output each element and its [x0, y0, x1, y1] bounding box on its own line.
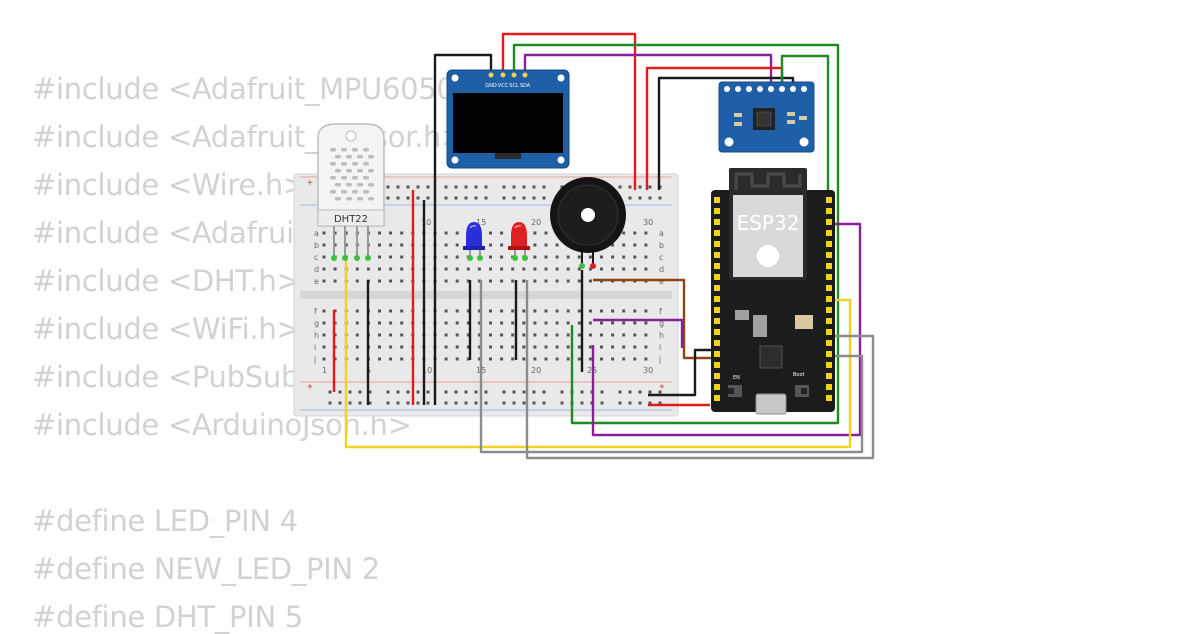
plus-rail-marker: +	[659, 382, 665, 393]
code-line: #include <Adafruit_Sensor.h>	[32, 120, 466, 154]
row-label-c: c	[314, 253, 318, 262]
wire-black	[648, 348, 715, 397]
wire-yellow	[344, 258, 852, 449]
column-label-1: 1	[322, 366, 327, 375]
row-label-i-right: i	[659, 343, 661, 352]
row-label-c-right: c	[659, 253, 663, 262]
plus-rail-marker: +	[307, 382, 313, 393]
oled-pin-scl: SCL	[509, 83, 519, 89]
column-label-15-top: 15	[476, 218, 486, 227]
row-label-g-right: g	[659, 319, 664, 328]
row-label-j-right: j	[658, 355, 661, 364]
code-line: #include <WiFi.h>	[32, 312, 301, 346]
row-label-e-right: e	[659, 277, 664, 286]
row-label-f: f	[314, 307, 317, 316]
boot-label: Boot	[793, 372, 805, 378]
esp32-label: ESP32	[737, 211, 800, 235]
row-label-a: a	[314, 229, 319, 238]
en-label: EN	[733, 375, 740, 381]
row-label-j: j	[313, 355, 316, 364]
dht22-label: DHT22	[334, 214, 368, 225]
wires	[332, 32, 875, 460]
row-label-d: d	[314, 265, 319, 274]
oled-display[interactable]: GND VCC SCL SDA	[446, 69, 570, 169]
dht22-sensor[interactable]: DHT22	[317, 123, 385, 261]
led-blue[interactable]	[463, 222, 485, 261]
code-line: #include <ArduinoJson.h>	[32, 408, 412, 442]
code-line: #include <DHT.h>	[32, 264, 301, 298]
oled-pin-gnd: GND	[485, 83, 497, 89]
row-label-d-right: d	[659, 265, 664, 274]
wire-red	[501, 32, 637, 190]
column-label-20: 20	[531, 366, 541, 375]
code-line: #define NEW_LED_PIN 2	[32, 552, 380, 586]
code-line: #define DHT_PIN 5	[32, 600, 303, 634]
row-label-b: b	[314, 241, 319, 250]
led-red[interactable]	[508, 222, 530, 261]
wire-purple	[593, 318, 684, 348]
oled-pin-sda: SDA	[520, 83, 531, 89]
row-label-b-right: b	[659, 241, 664, 250]
column-label-10-top: 10	[421, 218, 431, 227]
column-label-30: 30	[643, 366, 653, 375]
code-line: #include <Wire.h>	[32, 168, 307, 202]
row-label-f-right: f	[659, 307, 662, 316]
wire-gray	[525, 280, 875, 460]
oled-pin-vcc: VCC	[498, 83, 509, 89]
plus-rail-marker: +	[307, 178, 313, 189]
column-label-10: 10	[422, 366, 432, 375]
row-label-h: h	[314, 331, 319, 340]
row-label-g: g	[314, 319, 319, 328]
row-label-e: e	[314, 277, 319, 286]
column-label-30-top: 30	[643, 218, 653, 227]
mpu6050-module[interactable]	[718, 81, 815, 153]
row-label-h-right: h	[659, 331, 664, 340]
esp32-board[interactable]: ESP32 Boot EN	[711, 168, 835, 415]
wire-gray	[479, 280, 864, 454]
buzzer[interactable]	[550, 177, 626, 269]
row-label-a-right: a	[659, 229, 664, 238]
row-label-i: i	[314, 343, 316, 352]
wire-black	[433, 53, 493, 405]
wire-purple	[591, 222, 862, 437]
wire-brown	[593, 278, 715, 360]
wire-green	[512, 43, 840, 425]
wire-green	[780, 54, 830, 258]
column-label-20-top: 20	[531, 218, 541, 227]
code-line: #define LED_PIN 4	[32, 504, 298, 538]
wire-purple	[523, 53, 773, 90]
